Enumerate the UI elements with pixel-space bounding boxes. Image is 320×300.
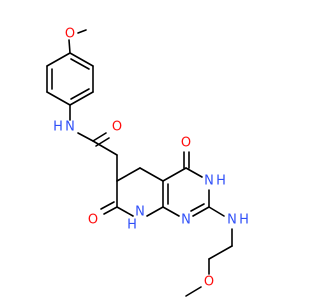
bond-c5-c4a: [139, 167, 164, 182]
bond-c4a-c4: [162, 167, 187, 182]
molecule-structure: O N H O O N H O N H N N H O: [46, 27, 249, 297]
bond-lactam-co-2: [100, 201, 115, 210]
ether-oxygen-label: O: [204, 275, 214, 290]
bond-nh-carbonyl: [77, 132, 94, 142]
amide-nitrogen-label: N: [65, 120, 75, 135]
bond-benz-1: [69, 52, 94, 67]
bond-n1-c8a: [162, 206, 180, 217]
bond-amide-co-1: [92, 132, 107, 142]
bond-carbonyl-ch2: [92, 140, 118, 156]
bond-c4-n3: [185, 167, 203, 178]
bond-methyl-o-top: [77, 29, 87, 34]
bond-benz-4: [46, 91, 71, 106]
pyrimidinone-oxygen-label: O: [181, 136, 191, 151]
n8-h-label: H: [127, 218, 137, 233]
amino-h-label: H: [239, 213, 249, 228]
atom-labels: O N H O O N H O N H N N H O: [53, 27, 249, 290]
bond-benz-3-inner: [70, 88, 90, 100]
bond-lactam-co-1: [103, 206, 118, 215]
molecule-canvas: O N H O O N H O N H N N H O: [46, 27, 249, 297]
bond-o-methyl-bottom: [185, 286, 202, 297]
bond-c2-n1: [192, 206, 210, 217]
bond-benz-3: [69, 91, 94, 106]
bond-benz-6: [46, 52, 71, 67]
n3-nitrogen-label: N: [204, 174, 214, 189]
bond-c2-n1-inner: [190, 203, 205, 212]
bond-c6-c5: [116, 167, 141, 182]
amino-nitrogen-label: N: [227, 213, 237, 228]
bond-n8-c8a: [146, 206, 164, 217]
lactam-oxygen-label: O: [88, 213, 98, 228]
n1-nitrogen-label: N: [181, 213, 191, 228]
amide-nitrogen-h-label: H: [53, 120, 63, 135]
amide-oxygen-label: O: [112, 120, 122, 135]
n3-h-label: H: [216, 174, 226, 189]
bond-ch2-ch2: [208, 245, 233, 260]
bond-o-aryl-top: [68, 39, 71, 54]
bond-c7-n8: [116, 206, 134, 217]
bonds: [46, 29, 233, 297]
bond-benz-1-inner: [70, 58, 90, 70]
bond-c2-amino-n: [208, 206, 225, 217]
methoxy-oxygen-label: O: [65, 27, 75, 42]
n8-nitrogen-label: N: [135, 205, 145, 220]
